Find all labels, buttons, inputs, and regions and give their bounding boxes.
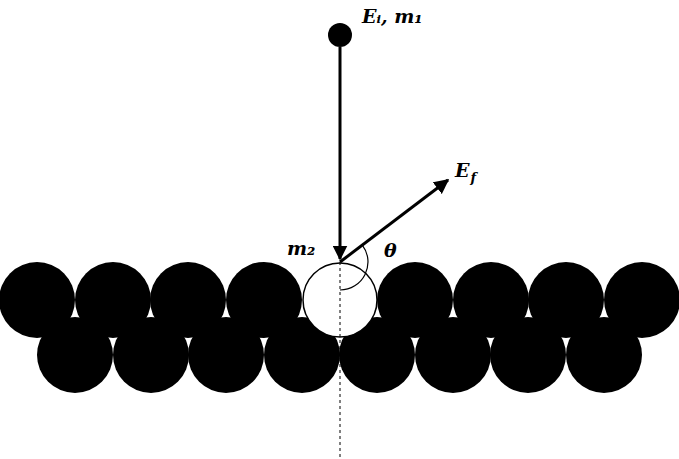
surface-normal <box>340 262 341 459</box>
incident-label: Eᵢ, m₁ <box>362 6 423 27</box>
scattered-arrow <box>340 180 448 262</box>
angle-arc <box>340 245 368 290</box>
subscript: f <box>470 171 476 185</box>
target-mass-label: m₂ <box>287 238 315 259</box>
projectile <box>328 23 352 47</box>
scattered-energy-label: E <box>455 160 469 181</box>
incident-arrow <box>339 47 342 259</box>
angle-label: θ <box>384 240 397 261</box>
